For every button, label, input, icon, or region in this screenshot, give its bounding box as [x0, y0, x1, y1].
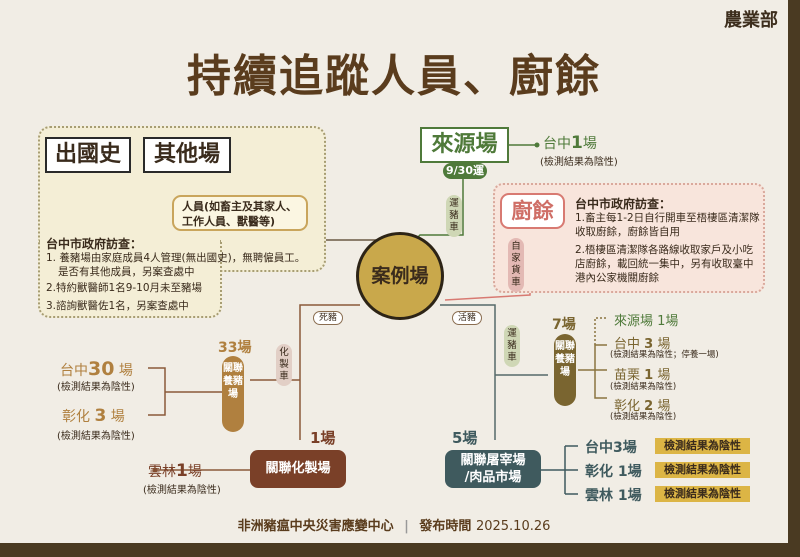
farm-note: (檢測結果為陰性): [57, 431, 135, 442]
market-item: 雲林 1場: [585, 488, 642, 504]
other-farms-box: 其他場: [143, 137, 231, 173]
live-note: (檢測結果為陰性): [610, 382, 677, 392]
kitchen-item: 2.梧棲區清潔隊各路線收取家戶及小吃店廚餘，載回統一集中，另有收取臺中港內公家機…: [575, 244, 754, 284]
case-farm-circle: 案例場: [356, 232, 444, 320]
moa-logo: 農業部: [724, 10, 778, 31]
live-note: (檢測結果為陰性；停養一場): [610, 350, 719, 360]
people-box: 人員(如畜主及其家人、工作人員、獸醫等): [172, 195, 308, 231]
related-farms-bar: 關聯養豬場: [222, 356, 244, 432]
negative-badge: 檢測結果為陰性: [655, 486, 750, 502]
live-related-farms-bar: 關聯養豬場: [554, 334, 576, 406]
market-item: 台中3場: [585, 440, 637, 456]
ship-date-pill: 9/30運: [443, 163, 487, 179]
frame-right: [788, 0, 800, 557]
negative-badge: 檢測結果為陰性: [655, 438, 750, 454]
farm-result: 彰化 3 場: [62, 406, 125, 426]
left-item: 2.特約獸醫師1名9-10月未至豬場: [46, 282, 203, 294]
farm-note: (檢測結果為陰性): [57, 382, 135, 393]
slaughterhouse-box: 關聯屠宰場/肉品市場: [445, 450, 541, 488]
live-source-line: 來源場 1場: [614, 314, 679, 329]
travel-history-box: 出國史: [45, 137, 131, 173]
market-item: 彰化 1場: [585, 464, 642, 480]
rendering-plant-box: 關聯化製場: [250, 450, 346, 488]
plant-site: 雲林1場: [148, 461, 202, 481]
rendering-farms-count: 33場: [218, 340, 252, 356]
footer: 非洲豬瘟中央災害應變中心 | 發布時間 2025.10.26: [237, 519, 551, 534]
negative-badge: 檢測結果為陰性: [655, 462, 750, 478]
page-title: 持續追蹤人員、廚餘: [187, 51, 601, 102]
plant-note: (檢測結果為陰性): [143, 485, 221, 496]
rendering-truck-tag: 化製車: [276, 344, 292, 386]
live-pig-tag: 活豬: [452, 311, 483, 325]
source-result: 台中1場: [543, 133, 597, 153]
source-farm-box: 來源場: [420, 127, 509, 163]
left-heading: 台中市政府訪查：: [46, 237, 143, 251]
frame-bottom: [0, 543, 800, 557]
kitchen-heading: 台中市政府訪查：: [575, 197, 672, 211]
plant-count: 1場: [310, 429, 336, 447]
left-item: 1. 養豬場由家庭成員4人管理(無出國史)，無聘僱員工。: [46, 252, 306, 264]
live-farms-count: 7場: [552, 317, 576, 333]
home-truck-tag: 自家貨車: [508, 238, 524, 292]
left-item: 3.諮詢獸醫佐1名，另案查處中: [46, 300, 189, 312]
live-truck-tag: 運豬車: [504, 325, 520, 367]
pig-truck-tag: 運豬車: [446, 195, 462, 237]
people-panel-ext: [38, 240, 222, 318]
kitchen-item: 1.畜主每1-2日自行開車至梧棲區清潔隊收取廚餘，廚餘皆自用: [575, 212, 760, 238]
dead-pig-tag: 死豬: [313, 311, 344, 325]
market-count: 5場: [452, 429, 478, 447]
kitchen-waste-box: 廚餘: [500, 193, 565, 229]
source-note: (檢測結果為陰性): [540, 157, 618, 168]
farm-result: 台中30 場: [60, 358, 133, 380]
live-note: (檢測結果為陰性): [610, 412, 677, 422]
kitchen-panel: [493, 183, 765, 293]
left-item: 是否有其他成員，另案查處中: [58, 266, 195, 278]
